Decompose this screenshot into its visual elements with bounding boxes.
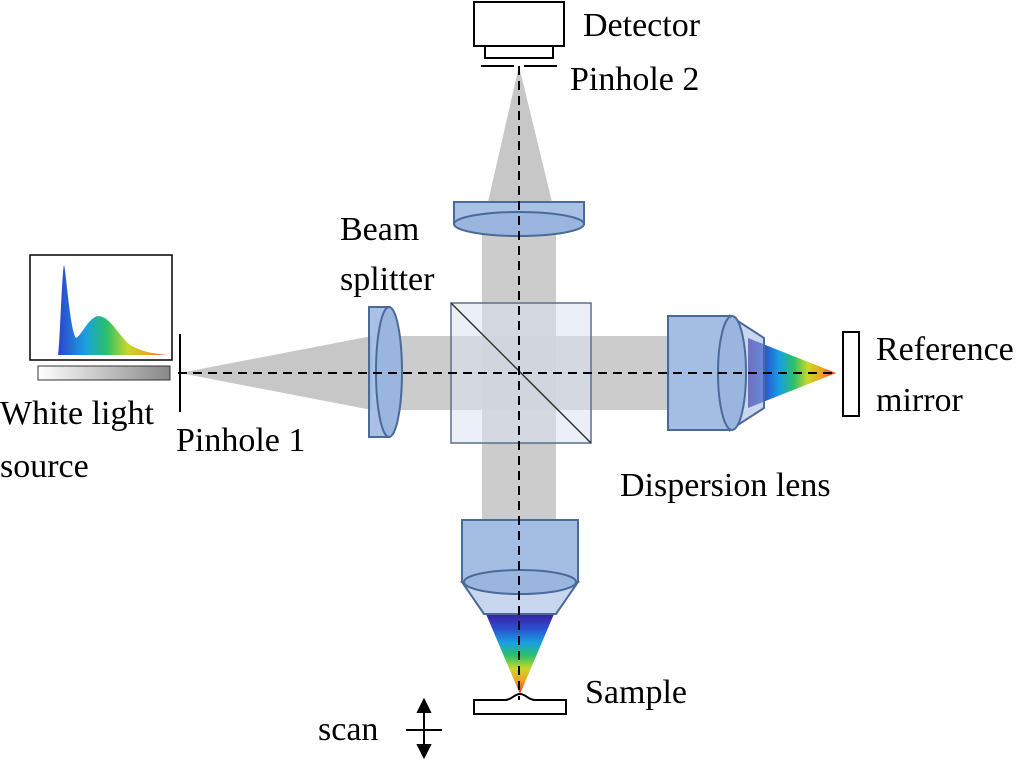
- reference-mirror: [842, 331, 860, 417]
- reference-mirror-label-line1: Reference: [876, 331, 1014, 368]
- pinhole-1-label: Pinhole 1: [176, 422, 305, 459]
- white-light-source: [37, 365, 171, 381]
- reference-spectrum-cone: [748, 338, 836, 408]
- white-light-source-label-line1: White light: [0, 395, 154, 432]
- dispersion-lens-label: Dispersion lens: [620, 467, 831, 504]
- beam-splitter-cube: [450, 302, 592, 444]
- labels: Detector Pinhole 2 Beam splitter Referen…: [0, 7, 1014, 748]
- optical-axes: [178, 66, 836, 700]
- reference-mirror-label-line2: mirror: [876, 382, 964, 419]
- beam-splitter-label-line2: splitter: [340, 261, 435, 298]
- white-light-source-label-line2: source: [0, 448, 89, 485]
- sample: [473, 692, 567, 715]
- beam-splitter-label-line1: Beam: [340, 211, 419, 248]
- scan-label: scan: [318, 711, 378, 748]
- detector: [473, 1, 565, 59]
- spectrum-inset: [29, 254, 173, 361]
- detector-label: Detector: [583, 7, 701, 44]
- pinhole-2-label: Pinhole 2: [570, 61, 699, 98]
- sample-label: Sample: [585, 674, 687, 711]
- scan-arrow-icon: [406, 697, 442, 760]
